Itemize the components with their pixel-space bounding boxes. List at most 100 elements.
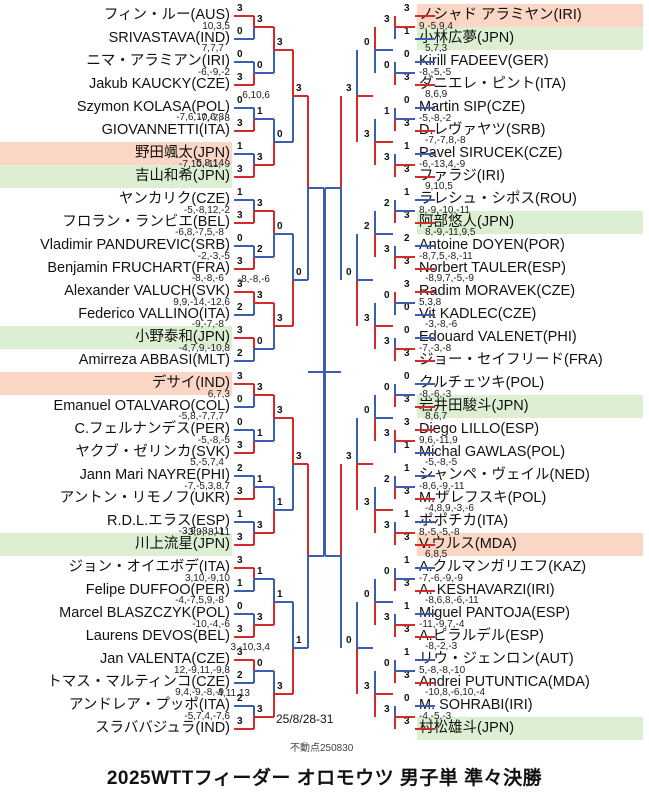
player-name: フロラン・ランビエ(BEL) xyxy=(0,211,232,234)
winner-path-line xyxy=(415,727,435,730)
games-won-count: 1 xyxy=(237,140,243,152)
loser-path-line xyxy=(234,37,254,40)
loser-path-line xyxy=(415,474,435,477)
player-name-text: Federico VALLINO(ITA) xyxy=(78,306,230,322)
loser-path-line xyxy=(273,671,275,694)
winner-path-line xyxy=(394,625,396,637)
player-name: スラババジュラ(IND) xyxy=(0,717,232,740)
loser-path-line xyxy=(395,578,415,580)
games-won-count: 0 xyxy=(364,37,370,48)
winner-path-line xyxy=(234,635,254,638)
winner-path-line xyxy=(234,382,254,385)
winner-path-line xyxy=(234,129,254,132)
match-score: -8,6,8,-6,-11 xyxy=(425,595,479,606)
winner-path-line xyxy=(253,625,255,637)
winner-path-line xyxy=(394,257,396,269)
match-score: 9,6,-11,9 xyxy=(419,435,458,446)
player-name-text: ラレシュ・シポス(ROU) xyxy=(419,191,577,207)
games-won-count: 3 xyxy=(257,14,263,25)
winner-path-line xyxy=(395,440,415,442)
match-score: 8,6,9 xyxy=(425,89,448,100)
games-won-count: 3 xyxy=(404,117,410,129)
winner-path-line xyxy=(273,211,275,234)
winner-path-line xyxy=(357,95,373,97)
loser-path-line xyxy=(415,566,435,569)
winner-path-line xyxy=(394,487,396,499)
player-name-text: A.ピラルデル(ESP) xyxy=(419,628,544,644)
games-won-count: 3 xyxy=(237,531,243,543)
loser-path-line xyxy=(292,234,294,280)
winner-path-line xyxy=(234,497,254,500)
games-won-count: 1 xyxy=(404,554,410,566)
loser-path-line xyxy=(415,520,435,523)
match-score: -4,-7,5,9,-8 xyxy=(175,595,224,606)
match-score: 6,7,3 xyxy=(207,389,230,400)
player-name-text: Emanuel OTALVARO(COL) xyxy=(53,398,230,414)
player-name-text: Antoine DOYEN(POR) xyxy=(419,237,565,253)
match-score: -4,8,9,-3,-6 xyxy=(425,503,474,514)
loser-path-line xyxy=(234,359,254,362)
match-score: 5,7,3 xyxy=(425,43,448,54)
loser-path-line xyxy=(375,417,393,419)
loser-path-line xyxy=(356,234,358,280)
games-won-count: 3 xyxy=(404,577,410,589)
player-name: Diego LILLO(ESP) xyxy=(417,418,643,441)
loser-path-line xyxy=(374,50,376,73)
player-name: D.レヴァヤツ(SRB) xyxy=(417,119,643,142)
player-name: ポポチカ(ITA) xyxy=(417,510,643,533)
loser-path-line xyxy=(253,521,255,533)
loser-path-line xyxy=(394,153,396,165)
player-name: 小林広夢(JPN) xyxy=(417,27,643,50)
loser-path-line xyxy=(415,658,435,661)
loser-path-line xyxy=(234,474,254,477)
games-won-count: 1 xyxy=(237,186,243,198)
winner-path-line xyxy=(253,257,255,269)
loser-path-line xyxy=(273,234,275,257)
loser-path-line xyxy=(254,578,274,580)
match-score: -4,7,9,-10,8 xyxy=(178,343,230,354)
match-score: -10,8,-6,10,-4 xyxy=(425,687,486,698)
player-name: M. SOHRABI(IRI) xyxy=(417,694,643,717)
winner-path-line xyxy=(394,395,396,407)
winner-path-line xyxy=(254,26,274,28)
loser-path-line xyxy=(308,187,324,189)
winner-path-line xyxy=(253,73,255,85)
player-name: クルチェツキ(POL) xyxy=(417,372,643,395)
loser-path-line xyxy=(395,394,415,396)
player-name-text: Miguel PANTOJA(ESP) xyxy=(419,605,570,621)
winner-path-line xyxy=(394,579,396,591)
player-name-text: Martin SIP(CZE) xyxy=(419,99,526,115)
player-name-text: クルチェツキ(POL) xyxy=(419,375,545,391)
games-won-count: 1 xyxy=(404,140,410,152)
player-name-text: フィン・ルー(AUS) xyxy=(103,7,230,23)
winner-path-line xyxy=(415,405,435,408)
games-won-count: 0 xyxy=(384,566,390,577)
player-name: ヤンカリク(CZE) xyxy=(0,188,232,211)
player-name-text: Vit KADLEC(CZE) xyxy=(419,306,537,322)
games-won-count: 0 xyxy=(237,25,243,37)
winner-path-line xyxy=(254,302,274,304)
games-won-count: 1 xyxy=(296,635,302,646)
loser-path-line xyxy=(292,602,294,648)
games-won-count: 1 xyxy=(404,508,410,520)
winner-path-line xyxy=(274,49,293,51)
match-score: -3,9,-8,-11 xyxy=(178,526,224,537)
player-name-text: V.ウルス(MDA) xyxy=(419,536,517,552)
player-name: M.ザレフスキ(POL) xyxy=(417,487,643,510)
loser-path-line xyxy=(234,520,254,523)
player-name: ダニエレ・ピント(ITA) xyxy=(417,73,643,96)
winner-path-line xyxy=(415,83,435,86)
games-won-count: 0 xyxy=(277,221,283,232)
games-won-count: 0 xyxy=(404,301,410,313)
match-score: 5,-8,-8,-10 xyxy=(419,665,466,676)
winner-path-line xyxy=(395,716,415,718)
match-score: -8,-5,-5 xyxy=(419,67,452,78)
games-won-count: 1 xyxy=(404,439,410,451)
match-score: -8,7,5,-8,-11 xyxy=(419,251,473,262)
player-name-text: 岩井田駿斗(JPN) xyxy=(419,398,529,414)
match-score: -10,-4,-6 xyxy=(192,619,230,630)
winner-path-line xyxy=(253,567,255,579)
loser-path-line xyxy=(254,256,274,258)
games-won-count: 3 xyxy=(277,405,283,416)
match-score: 9,4,-9,-8,-9 xyxy=(175,687,224,698)
